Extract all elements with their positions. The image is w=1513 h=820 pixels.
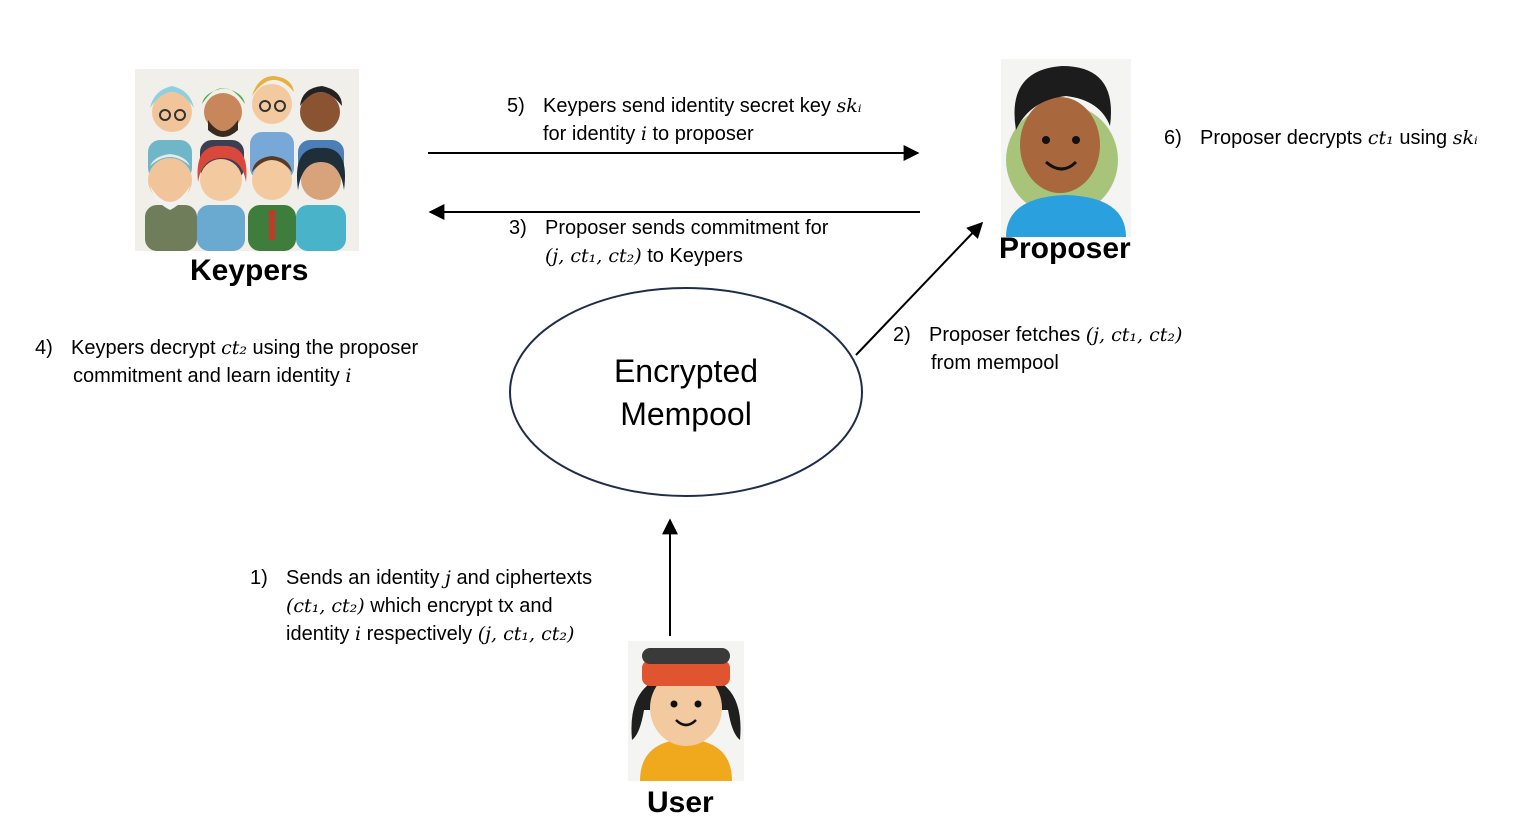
step-5-text: 5) Keypers send identity secret key skᵢ f… <box>507 92 862 148</box>
step-5-math-i: i <box>640 123 647 145</box>
keypers-label: Keypers <box>190 254 309 287</box>
step-3-line2: to Keypers <box>641 245 743 267</box>
user-avatar-image <box>628 641 744 781</box>
step-4-text: 4) Keypers decrypt ct₂ using the proposer… <box>35 334 418 390</box>
step-2-math-tuple: (j, ct₁, ct₂) <box>1085 324 1183 346</box>
step-1-line2: which encrypt tx and <box>364 595 553 617</box>
step-1-math-ciphertexts: (ct₁, ct₂) <box>286 595 365 617</box>
step-6-text: 6) Proposer decrypts ct₁ using skᵢ <box>1164 124 1478 152</box>
step-4-line2: commitment and learn identity <box>73 365 346 387</box>
step-6-using: using <box>1393 127 1453 149</box>
step-2-number: 2) <box>893 324 911 346</box>
step-4-math-i: i <box>345 365 352 387</box>
step-1-math-i: i <box>354 623 362 645</box>
step-5-line2: for identity <box>543 123 641 145</box>
step-6-math-ski: skᵢ <box>1452 127 1478 149</box>
step-1-line3: identity <box>286 623 355 645</box>
mempool-label-line2: Mempool <box>620 396 752 432</box>
step-5-math-ski: skᵢ <box>836 95 862 117</box>
arrow-mempool-to-proposer <box>855 221 984 356</box>
step-1-line1: Sends an identity <box>286 567 445 589</box>
step-4-line1: Keypers decrypt <box>71 337 222 359</box>
mempool-ellipse <box>509 287 863 497</box>
step-5-line2-end: to proposer <box>646 123 754 145</box>
step-6-line1: Proposer decrypts <box>1200 127 1368 149</box>
step-1-math-j: j <box>445 567 451 589</box>
step-3-text: 3) Proposer sends commitment for (j, ct₁,… <box>509 214 828 270</box>
step-1-math-tuple: (j, ct₁, ct₂) <box>477 623 575 645</box>
proposer-label: Proposer <box>999 232 1131 265</box>
step-3-line1: Proposer sends commitment for <box>545 217 829 239</box>
mempool-label: Encrypted Mempool <box>566 350 806 436</box>
keypers-group-image <box>135 69 359 251</box>
step-2-text: 2) Proposer fetches (j, ct₁, ct₂) from me… <box>893 321 1182 377</box>
step-4-line1-end: using the proposer <box>246 337 419 359</box>
step-4-number: 4) <box>35 337 53 359</box>
user-label: User <box>647 786 714 819</box>
step-3-math-tuple: (j, ct₁, ct₂) <box>545 245 642 267</box>
step-2-line1: Proposer fetches <box>929 324 1086 346</box>
step-1-line1-end: and ciphertexts <box>450 567 593 589</box>
step-5-line1: Keypers send identity secret key <box>543 95 837 117</box>
step-3-number: 3) <box>509 217 527 239</box>
step-1-number: 1) <box>250 567 268 589</box>
mempool-label-line1: Encrypted <box>613 353 759 389</box>
step-2-line2: from mempool <box>931 352 1059 374</box>
step-1-respectively: respectively <box>361 623 478 645</box>
step-4-math-ct2: ct₂ <box>221 337 247 359</box>
step-6-math-ct1: ct₁ <box>1367 127 1394 149</box>
proposer-avatar-image <box>1001 59 1131 237</box>
step-6-number: 6) <box>1164 127 1182 149</box>
step-1-text: 1) Sends an identity j and ciphertexts (c… <box>250 564 592 648</box>
step-5-number: 5) <box>507 95 525 117</box>
